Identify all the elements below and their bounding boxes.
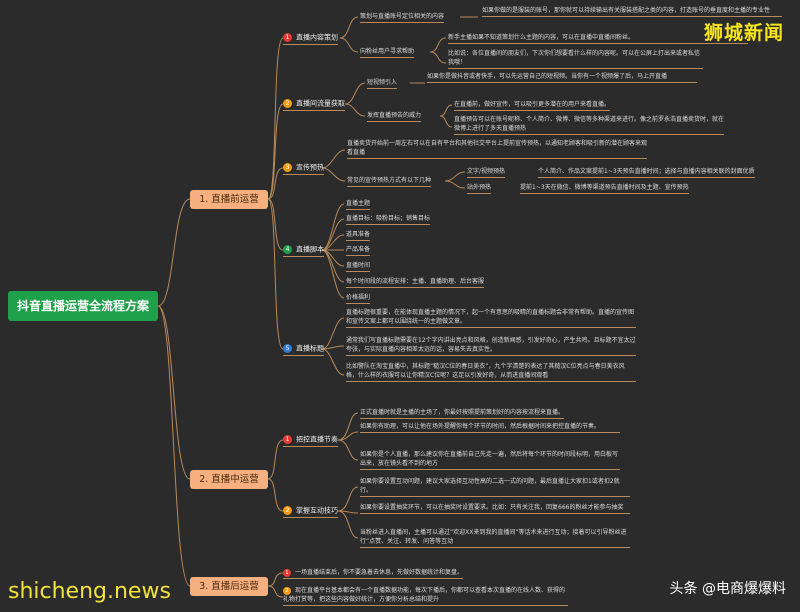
number-badge-icon: 1 (283, 569, 291, 577)
number-badge-icon: 2 (283, 506, 292, 515)
watermark-bottom-right: 头条 @电商爆爆料 (669, 581, 786, 597)
script-item: 直播主题 (346, 199, 371, 210)
leaf-note: 当粉丝进入直播间，主播可以通过“欢迎XX来到我的直播间”等话术来进行互动；接着可… (360, 528, 630, 548)
subtopic-interaction: 2 掌握互动技巧 (283, 506, 338, 518)
leaf-note: 直播标题很重要，在能体现直播主题的情况下，起一个有意思的吸睛的直播标题会非常有帮… (346, 308, 636, 328)
branch-offsite: 站外预热 (467, 183, 492, 194)
script-item: 价格福利 (346, 293, 371, 304)
category-during-live: 2. 直播中运营 (190, 470, 268, 489)
number-badge-icon: 1 (283, 435, 292, 444)
leaf-note: 个人简介、作品文案提前1~3天预告直播时间；选择与直播内容相关联的封面优质 (538, 167, 755, 178)
subtopic-content-planning: 1 直播内容策划 (283, 33, 338, 45)
subtopic-promotion: 3 宣传预热 (283, 163, 324, 175)
leaf-note: 通常我们写直播标题需要在12个字内讲出亮点和风格，创造新闻感，引发好奇心，产生共… (346, 336, 636, 356)
leaf-note: 如果你要设置抽奖环节，可以在抽奖时设置要求。比如：只有关注我，回复666的粉丝才… (360, 503, 630, 514)
subtopic-label: 把控直播节奏 (296, 435, 338, 444)
number-badge-icon: 5 (283, 344, 292, 353)
branch-account-positioning: 策划与直播账号定位相关的内容 (360, 12, 445, 23)
subtopic-script: 4 直播脚本 (283, 245, 324, 257)
leaf-note: 新手主播如果不知道策划什么主题的内容，可以在直播中直播间粉丝。 (448, 33, 748, 44)
watermark-bottom-left: shicheng.news (8, 579, 171, 604)
leaf-note: 如果你有助理，可以让他在场外提醒你每个环节的时间，然后根据时间来把控直播的节奏。 (360, 422, 620, 433)
leaf-note: 直播预告可以在账号昵称、个人简介、微博、微信等多种渠道来进行。像之前罗永浩直播卖… (454, 115, 724, 135)
branch-short-video: 短视频引入 (367, 78, 398, 89)
number-badge-icon: 1 (283, 33, 292, 42)
script-item: 直播目标：吸粉目标；销售目标 (346, 214, 431, 225)
subtopic-label: 宣传预热 (296, 163, 324, 172)
number-badge-icon: 3 (283, 163, 292, 172)
category-pre-live: 1. 直播前运营 (190, 190, 268, 209)
leaf-note: 如果你是做抖音或者快手，可以先运营自己的短视频。当你有一个视频爆了后，马上开直播 (427, 72, 697, 83)
watermark-top: 狮城新闻 (703, 22, 784, 44)
subtopic-traffic: 2 直播间流量获取 (283, 99, 345, 111)
subtopic-title: 5 直播标题 (283, 344, 324, 356)
root-topic: 抖音直播运营全流程方案 (8, 291, 158, 321)
branch-preview: 发挥直播预告的威力 (367, 111, 422, 122)
subtopic-label: 直播标题 (296, 344, 324, 353)
script-item: 道具准备 (346, 230, 371, 241)
branch-promo-methods: 常见的宣传预热方式有以下几种 (347, 176, 432, 187)
script-item: 直播时间 (346, 261, 371, 272)
leaf-note: 比如警队在淘宝直播中，其标题“糙汉C位的春日美衣”，九个字清楚的表达了其糙汉C位… (346, 362, 636, 382)
leaf-note: 如果你是个人直播，那么建议你在直播前自己先走一遍，然后将每个环节的时间段标明，用… (360, 450, 620, 470)
branch-text-video: 文字/视频预热 (467, 167, 506, 178)
leaf-note: 在直播前，做好宣传，可以吸引更多潜在的用户来看直播。 (454, 100, 611, 111)
leaf-note: 如果你要设置互动问题，建议大家选择互动性高的二选一式的问题，最后直播让大家扣1或… (360, 477, 630, 497)
leaf-note: 如果你做的是服装的账号，那你就可以持续输出有关服装搭配之类的内容，打造账号的垂直… (482, 6, 782, 17)
script-item: 产品准备 (346, 245, 371, 256)
subtopic-label: 直播间流量获取 (296, 99, 345, 108)
leaf-note: 提前1~3天在微信、微博等渠道预告直播时间及主题、宣传预热 (520, 183, 689, 194)
leaf-note: 正式直播时就是主播的主场了，你最好按照提前策划好的内容按流程来直播。 (360, 408, 565, 419)
category-post-live: 3. 直播后运营 (190, 577, 268, 596)
subtopic-rhythm: 1 把控直播节奏 (283, 435, 338, 447)
number-badge-icon: 2 (283, 99, 292, 108)
post-item-text: 一场直播结束后，你不要急着去休息，先做好数据统计和复盘。 (295, 569, 464, 576)
branch-ask-fans: 向粉丝用户寻求帮助 (360, 47, 415, 58)
number-badge-icon: 2 (283, 587, 291, 595)
subtopic-label: 直播脚本 (296, 245, 324, 254)
leaf-note: 直播卖货开始前一周左右可以在自有平台和其他社交平台上提前宣传预热，以通知老顾客和… (347, 139, 647, 159)
leaf-note: 比如说：各位直播间的朋友们，下次你们想要看什么样的内容呢。可以在公屏上打出来或者… (448, 49, 703, 69)
script-item: 每个时间段的流程安排：主播、直播助理、后台客服 (346, 277, 485, 288)
number-badge-icon: 4 (283, 245, 292, 254)
post-item-text: 现在直播平台基本都会有一个直播数据功能，每次下播后，你都可以查看本次直播的在线人… (283, 587, 566, 603)
subtopic-label: 掌握互动技巧 (296, 506, 338, 515)
post-item: 1 一场直播结束后，你不要急着去休息，先做好数据统计和复盘。 (283, 568, 464, 579)
subtopic-label: 直播内容策划 (296, 33, 338, 42)
